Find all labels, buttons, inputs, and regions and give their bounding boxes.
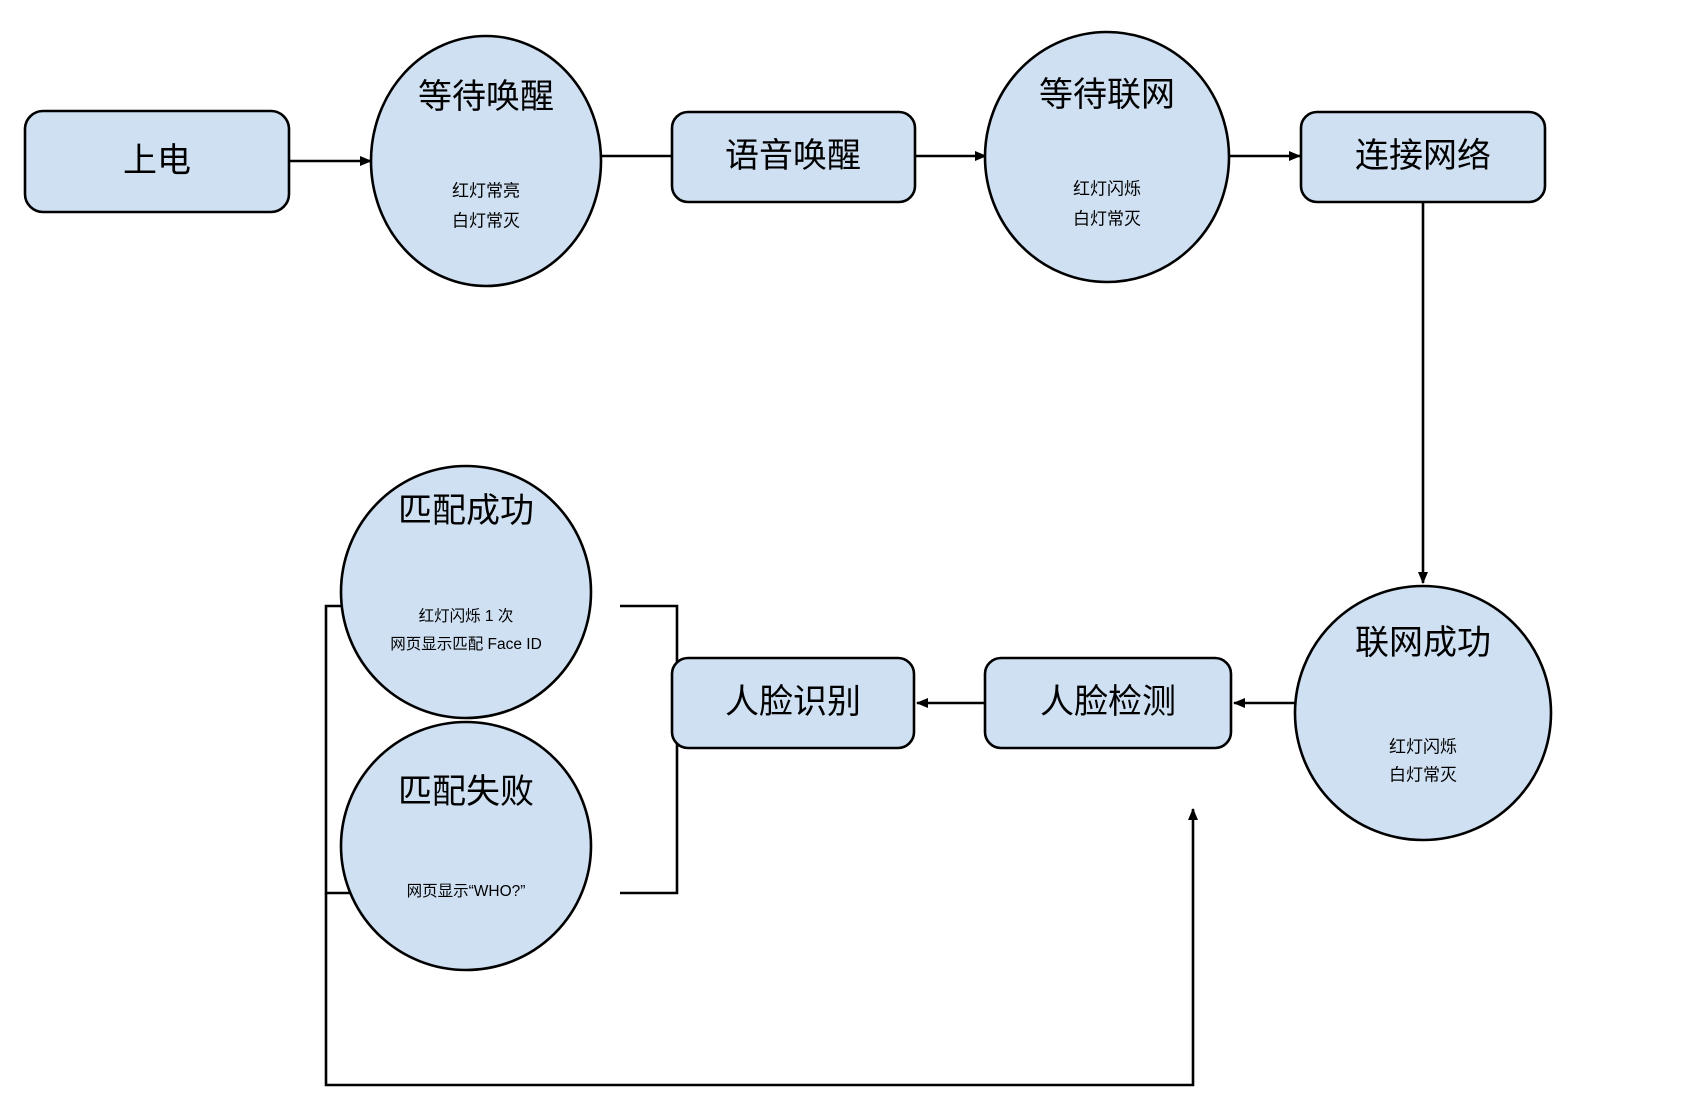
wait-network-sub-line-2: 白灯常灭 — [1073, 209, 1141, 228]
face-recognize-label: 人脸识别 — [725, 683, 861, 721]
network-success-sub-line-2: 白灯常灭 — [1389, 765, 1457, 784]
wait-network-sub-line-1: 红灯闪烁 — [1073, 179, 1141, 198]
node-match-success[interactable]: 匹配成功 红灯闪烁 1 次 网页显示匹配 Face ID — [339, 464, 593, 720]
node-wait-network[interactable]: 等待联网 红灯闪烁 白灯常灭 — [983, 30, 1231, 284]
match-success-sub-line-1: 红灯闪烁 1 次 — [419, 607, 514, 625]
voice-wakeup-shape[interactable] — [670, 110, 917, 204]
node-wait-wakeup[interactable]: 等待唤醒 红灯常亮 白灯常灭 — [369, 34, 603, 288]
wait-wakeup-sub-line-2: 白灯常灭 — [452, 211, 520, 230]
node-face-recognize[interactable]: 人脸识别 — [670, 656, 916, 750]
match-success-sub-line-2: 网页显示匹配 Face ID — [390, 635, 542, 653]
edge-face-recognize-branch — [620, 604, 679, 705]
match-success-label: 匹配成功 — [398, 492, 534, 530]
node-connect-network[interactable]: 连接网络 — [1299, 110, 1547, 204]
edge-face-recognize-branch-fail — [620, 703, 679, 895]
node-match-fail[interactable]: 匹配失败 网页显示“WHO?” — [339, 720, 593, 972]
edge-match-fail-feedback-to-face-detect — [324, 808, 1198, 1087]
face-recognize-shape[interactable] — [670, 656, 916, 750]
wait-wakeup-sub-line-1: 红灯常亮 — [452, 181, 520, 200]
face-detect-shape[interactable] — [983, 656, 1233, 750]
wait-wakeup-label: 等待唤醒 — [418, 78, 554, 116]
match-fail-label: 匹配失败 — [398, 773, 534, 811]
match-fail-sub-line-1: 网页显示“WHO?” — [407, 883, 526, 900]
network-success-shape[interactable] — [1293, 584, 1553, 842]
power-on-shape[interactable] — [23, 109, 291, 214]
node-voice-wakeup[interactable]: 语音唤醒 — [670, 110, 917, 204]
match-fail-shape[interactable] — [339, 720, 593, 972]
wait-wakeup-shape[interactable] — [369, 34, 603, 288]
wait-network-label: 等待联网 — [1039, 76, 1175, 114]
node-power-on[interactable]: 上电 — [23, 109, 291, 214]
voice-wakeup-label: 语音唤醒 — [725, 137, 861, 175]
power-on-label: 上电 — [123, 142, 191, 180]
connect-network-shape[interactable] — [1299, 110, 1547, 204]
network-success-label: 联网成功 — [1355, 624, 1491, 662]
connect-network-label: 连接网络 — [1355, 137, 1491, 175]
wait-network-shape[interactable] — [983, 30, 1231, 284]
match-success-shape[interactable] — [339, 464, 593, 720]
node-face-detect[interactable]: 人脸检测 — [983, 656, 1233, 750]
node-network-success[interactable]: 联网成功 红灯闪烁 白灯常灭 — [1293, 584, 1553, 842]
face-detect-label: 人脸检测 — [1040, 683, 1176, 721]
network-success-sub-line-1: 红灯闪烁 — [1389, 737, 1457, 756]
